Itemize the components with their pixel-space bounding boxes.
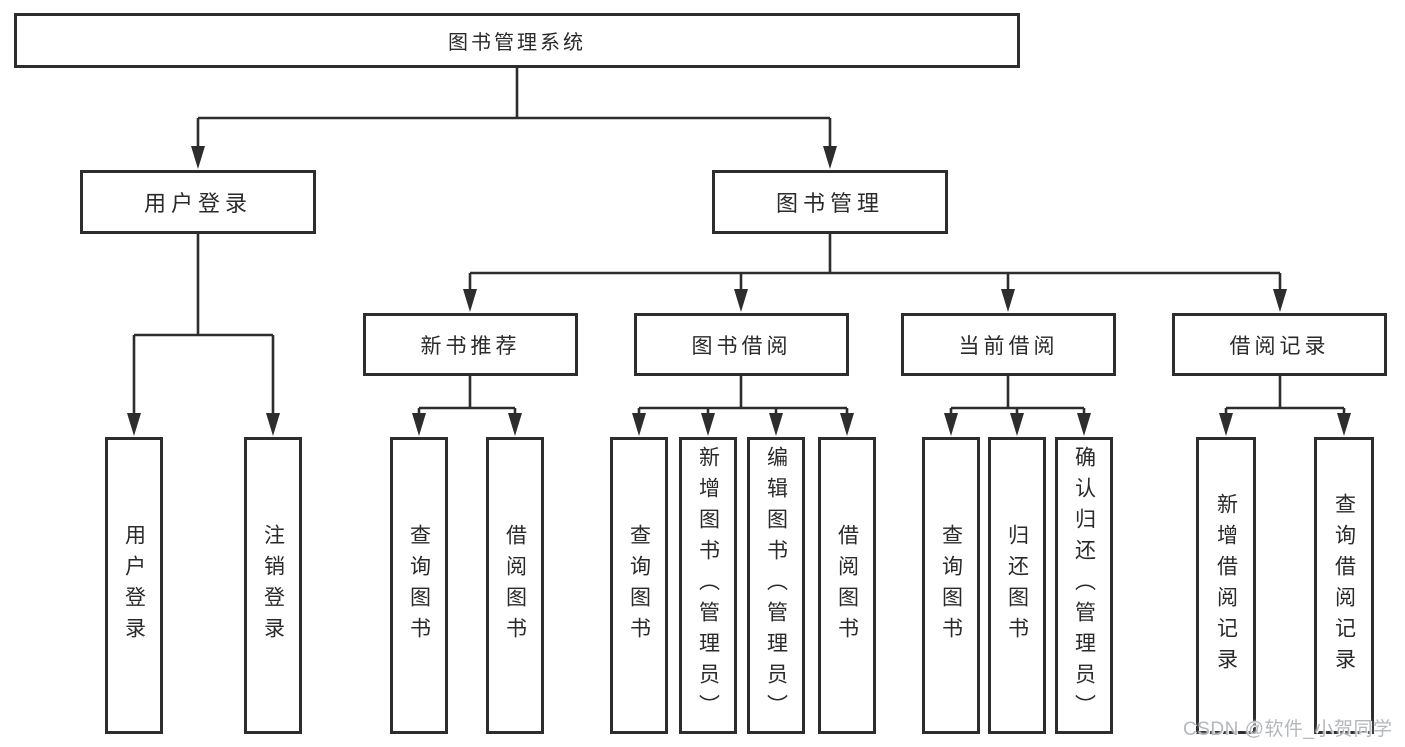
node-library-management-system: 图书管理系统 bbox=[14, 13, 1020, 68]
leaf-label: 借阅图书 bbox=[835, 523, 859, 648]
node-label: 当前借阅 bbox=[958, 334, 1059, 358]
leaf-label: 查询图书 bbox=[939, 523, 963, 648]
leaf-confirm-return-admin: 确认归还（管理员） bbox=[1055, 437, 1113, 734]
node-label: 用户登录 bbox=[143, 191, 252, 216]
node-label: 新书推荐 bbox=[420, 334, 521, 358]
leaf-borrow-books-recommend: 借阅图书 bbox=[486, 437, 544, 734]
leaf-query-books-borrow: 查询图书 bbox=[610, 437, 668, 734]
watermark: CSDN @软件_小贺同学 bbox=[1183, 719, 1393, 740]
leaf-borrow-books: 借阅图书 bbox=[818, 437, 876, 734]
leaf-label: 新增借阅记录 bbox=[1214, 492, 1238, 679]
leaf-label: 注销登录 bbox=[261, 523, 285, 648]
leaf-label: 确认归还（管理员） bbox=[1072, 446, 1096, 725]
leaf-logout: 注销登录 bbox=[244, 437, 302, 734]
leaf-user-login: 用户登录 bbox=[105, 437, 163, 734]
node-current-borrow: 当前借阅 bbox=[901, 313, 1116, 376]
leaf-edit-books-admin: 编辑图书（管理员） bbox=[747, 437, 805, 734]
node-label: 图书管理 bbox=[775, 191, 884, 216]
leaf-query-books-current: 查询图书 bbox=[922, 437, 980, 734]
leaf-label: 用户登录 bbox=[122, 523, 146, 648]
leaf-label: 编辑图书（管理员） bbox=[764, 446, 788, 725]
leaf-add-borrow-record: 新增借阅记录 bbox=[1196, 437, 1256, 734]
leaf-label: 查询图书 bbox=[407, 523, 431, 648]
leaf-label: 借阅图书 bbox=[503, 523, 527, 648]
leaf-label: 新增图书（管理员） bbox=[696, 446, 720, 725]
node-label: 图书管理系统 bbox=[448, 32, 586, 54]
leaf-label: 归还图书 bbox=[1005, 523, 1029, 648]
leaf-query-borrow-record: 查询借阅记录 bbox=[1314, 437, 1374, 734]
leaf-label: 查询借阅记录 bbox=[1332, 492, 1356, 679]
node-borrow-records: 借阅记录 bbox=[1172, 313, 1387, 376]
node-user-login: 用户登录 bbox=[80, 170, 316, 234]
leaf-add-books-admin: 新增图书（管理员） bbox=[679, 437, 737, 734]
node-book-management: 图书管理 bbox=[712, 170, 948, 234]
leaf-query-books-recommend: 查询图书 bbox=[390, 437, 448, 734]
node-label: 图书借阅 bbox=[691, 334, 792, 358]
node-label: 借阅记录 bbox=[1229, 334, 1330, 358]
node-new-book-recommend: 新书推荐 bbox=[363, 313, 578, 376]
leaf-return-books: 归还图书 bbox=[988, 437, 1046, 734]
node-book-borrow: 图书借阅 bbox=[634, 313, 849, 376]
leaf-label: 查询图书 bbox=[627, 523, 651, 648]
